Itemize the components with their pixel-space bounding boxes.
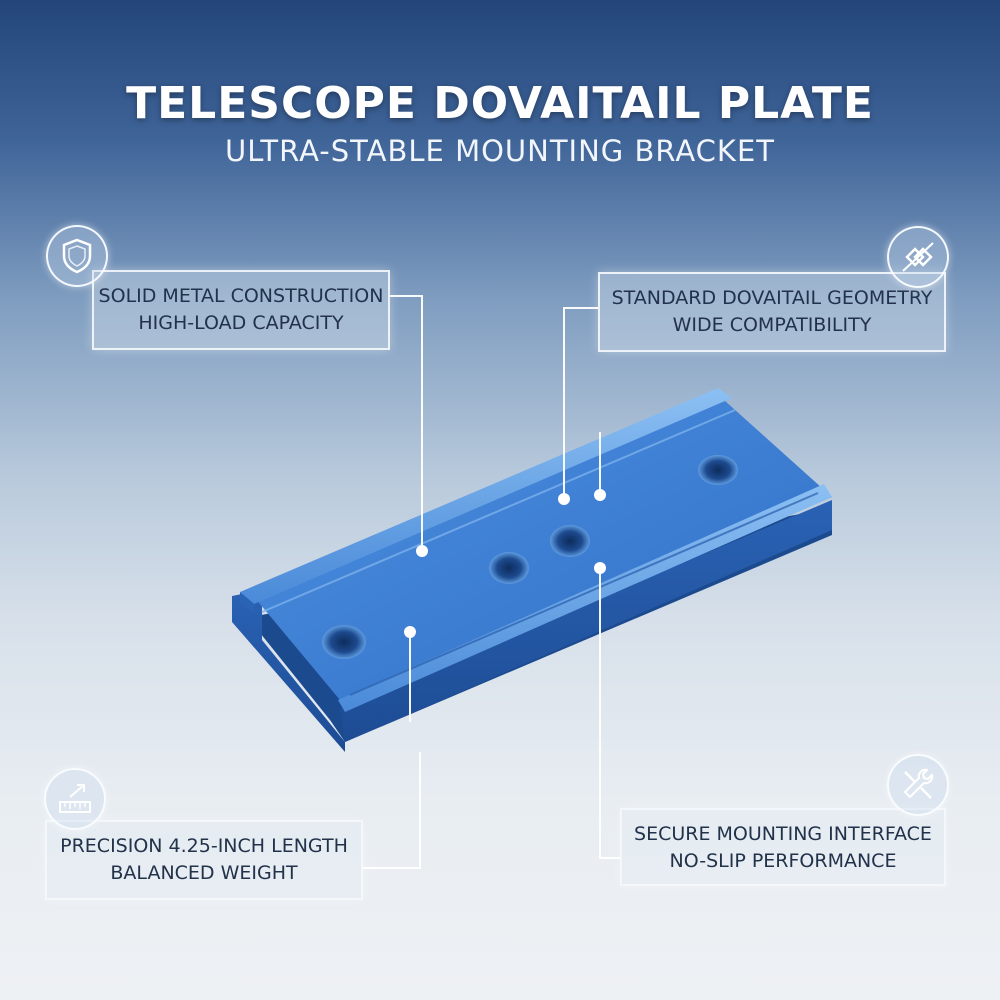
page-title: TELESCOPE DOVAITAIL PLATE	[126, 78, 874, 129]
wrench-icon	[887, 754, 949, 816]
callout-line: SOLID METAL CONSTRUCTION	[98, 285, 384, 307]
callout-dots	[404, 489, 606, 638]
callout-dovetail-geometry: STANDARD DOVAITAIL GEOMETRY WIDE COMPATI…	[598, 272, 946, 352]
callout-secure-mounting: SECURE MOUNTING INTERFACE NO-SLIP PERFOR…	[620, 808, 946, 886]
callout-precision-length: PRECISION 4.25-INCH LENGTH BALANCED WEIG…	[45, 820, 363, 900]
threaded-hole	[550, 525, 590, 557]
threaded-hole	[489, 552, 529, 584]
mounting-hole	[698, 455, 738, 485]
callout-line: HIGH-LOAD CAPACITY	[138, 312, 344, 334]
callout-line: NO-SLIP PERFORMANCE	[669, 850, 897, 872]
callout-line: WIDE COMPATIBILITY	[672, 314, 872, 336]
callout-solid-metal: SOLID METAL CONSTRUCTION HIGH-LOAD CAPAC…	[92, 270, 390, 350]
callout-line: BALANCED WEIGHT	[110, 862, 298, 884]
shield-icon	[46, 225, 108, 287]
ruler-icon	[44, 768, 106, 830]
leader-lines	[363, 295, 620, 869]
geometry-icon	[887, 226, 949, 288]
mounting-hole	[322, 625, 366, 659]
dovetail-plate	[232, 388, 832, 752]
callout-line: STANDARD DOVAITAIL GEOMETRY	[611, 287, 933, 309]
callout-line: PRECISION 4.25-INCH LENGTH	[60, 835, 348, 857]
callout-line: SECURE MOUNTING INTERFACE	[634, 823, 932, 845]
page-subtitle: ULTRA-STABLE MOUNTING BRACKET	[225, 134, 775, 168]
